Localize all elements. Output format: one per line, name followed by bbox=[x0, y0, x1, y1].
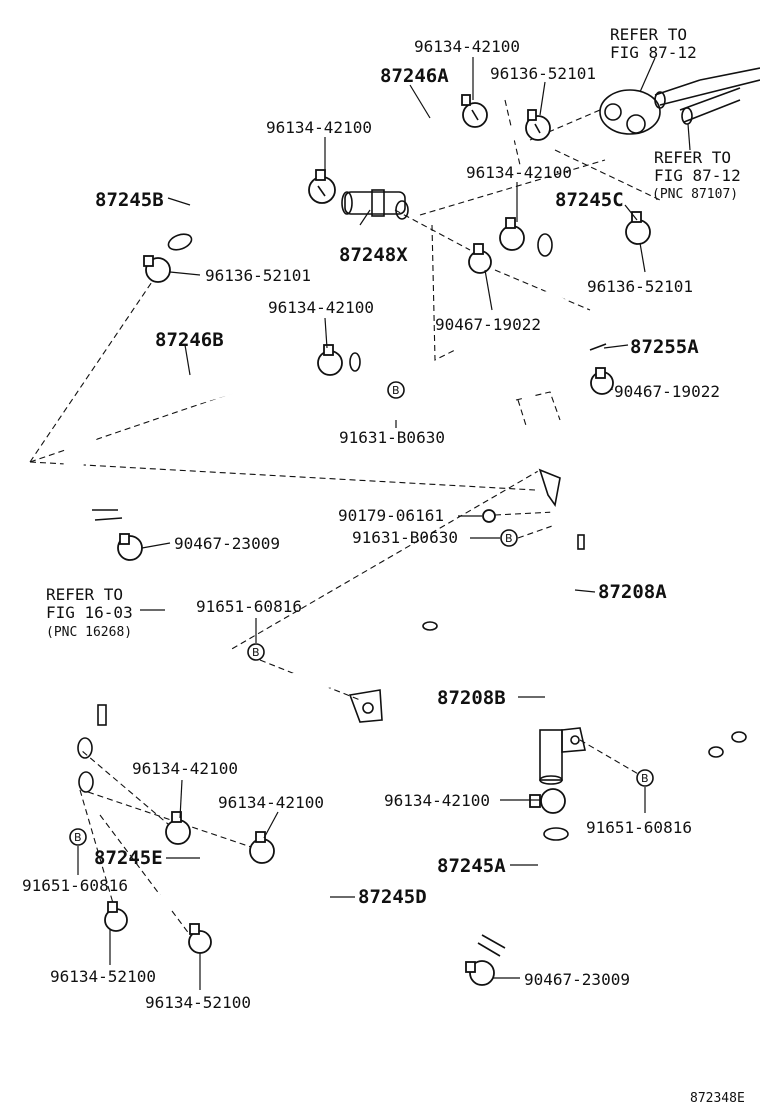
clamp-96134-42100-e bbox=[529, 788, 566, 814]
label-87246A: 87246A bbox=[380, 65, 449, 87]
label-91651-60816-a: 91651-60816 bbox=[196, 597, 302, 616]
label-96134-42100-c: 96134-42100 bbox=[466, 163, 572, 182]
label-96134-42100-d: 96134-42100 bbox=[268, 298, 374, 317]
b-marker: B bbox=[387, 381, 405, 399]
pipe-87208B bbox=[51, 621, 586, 793]
refer-87-12-a-line1: REFER TO bbox=[610, 25, 687, 44]
label-90467-19022-a: 90467-19022 bbox=[435, 315, 541, 334]
refer-87-12-a-line2: FIG 87-12 bbox=[610, 43, 697, 62]
hose-87245C bbox=[537, 229, 618, 257]
clamp-90467-19022-b bbox=[590, 367, 614, 395]
svg-text:B: B bbox=[505, 532, 513, 545]
clip-90179-06161 bbox=[482, 509, 496, 523]
clamp-96134-52100-a bbox=[104, 901, 128, 932]
label-96134-42100-b: 96134-42100 bbox=[266, 118, 372, 137]
hose-clamps bbox=[104, 94, 651, 986]
label-87245D: 87245D bbox=[358, 886, 427, 908]
svg-text:B: B bbox=[252, 646, 260, 659]
label-96134-42100-e: 96134-42100 bbox=[384, 791, 490, 810]
label-96134-42100-g: 96134-42100 bbox=[218, 793, 324, 812]
hose-87255A bbox=[539, 291, 607, 364]
hose-87246A bbox=[406, 103, 517, 159]
clamp-96134-42100-b bbox=[308, 169, 336, 204]
label-91651-60816-c: 91651-60816 bbox=[22, 876, 128, 895]
label-96134-52100-b: 96134-52100 bbox=[145, 993, 251, 1012]
pipe-87208A bbox=[525, 425, 747, 758]
label-90467-23009-b: 90467-23009 bbox=[524, 970, 630, 989]
label-91631-B0630-a: 91631-B0630 bbox=[339, 428, 445, 447]
label-87208B: 87208B bbox=[437, 687, 506, 709]
label-96134-42100-a: 96134-42100 bbox=[414, 37, 520, 56]
clamp-96134-42100-top bbox=[461, 94, 488, 128]
diagram-code: 872348E bbox=[690, 1091, 745, 1106]
label-96134-52100-a: 96134-52100 bbox=[50, 967, 156, 986]
svg-text:B: B bbox=[74, 831, 82, 844]
label-90467-19022-b: 90467-19022 bbox=[614, 382, 720, 401]
refer-87-12-b-line1: REFER TO bbox=[654, 148, 731, 167]
label-87208A: 87208A bbox=[598, 581, 667, 603]
hose-refer-16-03 bbox=[151, 576, 204, 636]
label-91651-60816-b: 91651-60816 bbox=[586, 818, 692, 837]
refer-16-03-line1: REFER TO bbox=[46, 585, 123, 604]
joint-87248X bbox=[341, 189, 409, 220]
clamp-90467-19022-a bbox=[468, 243, 492, 274]
label-90467-23009-a: 90467-23009 bbox=[174, 534, 280, 553]
heater-unit-pipes bbox=[599, 67, 760, 135]
refer-16-03-line2: FIG 16-03 bbox=[46, 603, 133, 622]
label-87245A: 87245A bbox=[437, 855, 506, 877]
clamp-96136-52101-c bbox=[625, 211, 651, 245]
b-marker: B bbox=[636, 769, 654, 787]
pnc-16268: (PNC 16268) bbox=[46, 625, 132, 640]
hose-87246B bbox=[63, 352, 315, 535]
svg-text:B: B bbox=[392, 384, 400, 397]
b-marker: B bbox=[247, 643, 265, 661]
pipe-91631-assembly bbox=[348, 341, 544, 424]
label-87255A: 87255A bbox=[630, 336, 699, 358]
clamp-96136-52101-b bbox=[143, 255, 171, 283]
clamp-96134-42100-c bbox=[499, 217, 525, 251]
b-marker: B bbox=[69, 828, 87, 846]
hose-87245B bbox=[167, 160, 304, 251]
label-leaders bbox=[77, 57, 691, 990]
label-87246B: 87246B bbox=[155, 329, 224, 351]
label-87248X: 87248X bbox=[339, 244, 408, 266]
clamp-96134-42100-d bbox=[317, 344, 343, 376]
clamp-96134-42100-f bbox=[165, 811, 191, 845]
b-marker: B bbox=[500, 529, 518, 547]
hose-87245E bbox=[136, 841, 233, 919]
clamp-96134-52100-b bbox=[188, 923, 212, 954]
label-87245B: 87245B bbox=[95, 189, 164, 211]
label-96134-42100-f: 96134-42100 bbox=[132, 759, 238, 778]
label-91631-B0630-b: 91631-B0630 bbox=[352, 528, 458, 547]
hose-87245D bbox=[219, 861, 331, 934]
label-96136-52101-b: 96136-52101 bbox=[205, 266, 311, 285]
clamp-96134-42100-g bbox=[249, 831, 275, 864]
b-markers: B B B B B bbox=[69, 381, 654, 846]
part-labels: 96134-42100 87246A 96136-52101 REFER TO … bbox=[22, 25, 745, 1106]
clamp-96136-52101-top bbox=[525, 109, 551, 141]
label-96136-52101-a: 96136-52101 bbox=[490, 64, 596, 83]
label-96136-52101-c: 96136-52101 bbox=[587, 277, 693, 296]
label-87245C: 87245C bbox=[555, 189, 624, 211]
label-90179-06161: 90179-06161 bbox=[338, 506, 444, 525]
clamp-90467-23009-a bbox=[117, 533, 143, 561]
label-87245E: 87245E bbox=[94, 847, 163, 869]
pnc-87107: (PNC 87107) bbox=[652, 187, 738, 202]
refer-87-12-b-line2: FIG 87-12 bbox=[654, 166, 741, 185]
clamp-90467-23009-b bbox=[465, 960, 495, 986]
hose-87245A bbox=[477, 825, 569, 958]
svg-text:B: B bbox=[641, 772, 649, 785]
